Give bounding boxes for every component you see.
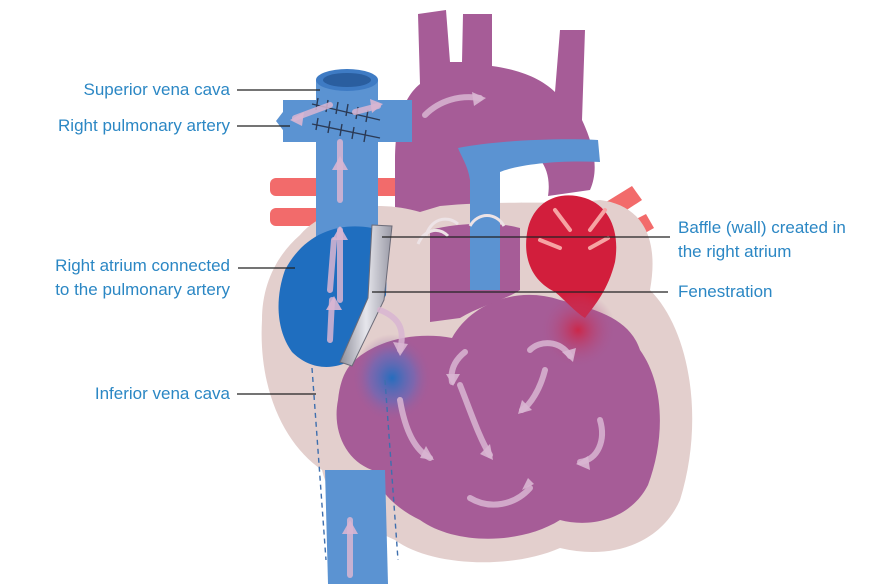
label-baffle-line1: Baffle (wall) created in [678,217,846,239]
label-inferior-vena-cava: Inferior vena cava [95,383,230,405]
fenestration-glow [352,334,432,422]
label-right-atrium-line2: to the pulmonary artery [55,279,230,301]
label-right-atrium-line1: Right atrium connected [55,255,230,277]
label-baffle-line2: the right atrium [678,241,791,263]
label-superior-vena-cava: Superior vena cava [84,79,230,101]
label-right-pulmonary-artery: Right pulmonary artery [58,115,230,137]
label-fenestration: Fenestration [678,281,773,303]
